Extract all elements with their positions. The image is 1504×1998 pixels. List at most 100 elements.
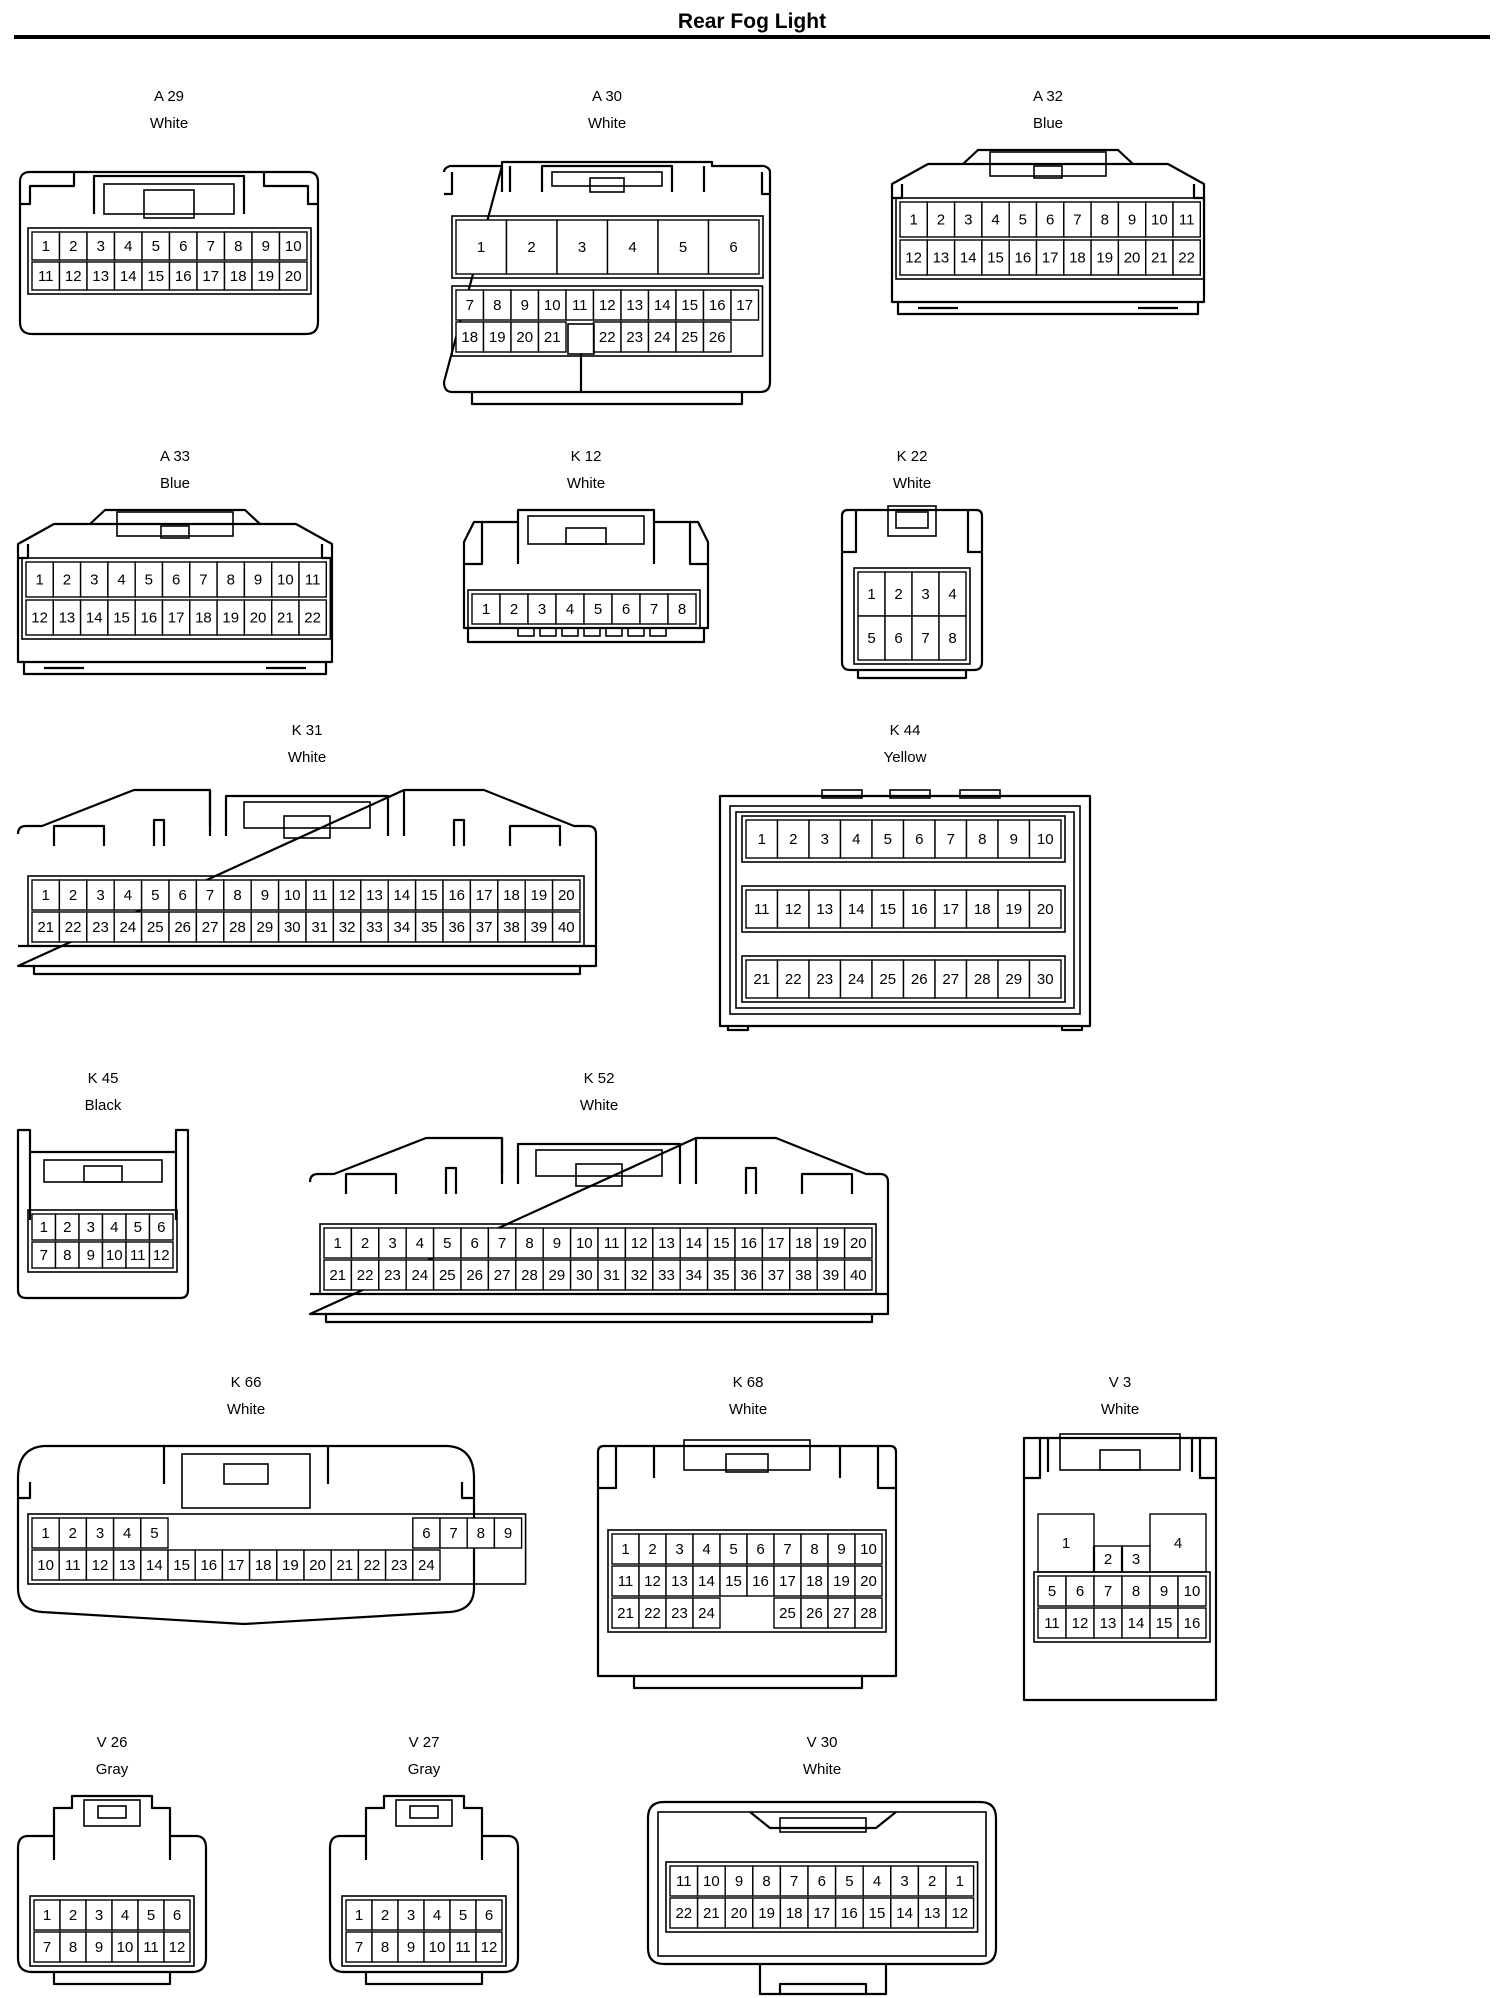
pin-number: 7: [206, 887, 214, 904]
pin-cell: [808, 819, 842, 859]
pin-cell: [161, 599, 191, 636]
pin-number: 10: [106, 1247, 123, 1264]
pin-number: 8: [978, 831, 986, 848]
connector-color: Gray: [95, 1761, 129, 1778]
pin-cell: [657, 219, 710, 275]
pin-cell: [1145, 201, 1174, 238]
pin-number: 36: [448, 919, 465, 936]
connector-code: V 3: [1108, 1374, 1132, 1391]
pin-cell: [611, 1565, 640, 1597]
pin-number: 4: [991, 212, 999, 229]
pin-number: 26: [911, 971, 928, 988]
pin-number: 4: [852, 831, 860, 848]
pin-number: 6: [894, 630, 902, 647]
pin-number: 11: [1044, 1615, 1060, 1632]
pin-number: 14: [960, 250, 977, 267]
pin-cell: [945, 1897, 975, 1929]
pin-number: 5: [845, 1873, 853, 1890]
pin-cell: [487, 1259, 517, 1291]
connector-outline: [21, 557, 332, 640]
pin-cell: [243, 561, 273, 598]
connector-outline: [627, 627, 645, 637]
pin-cell: [827, 1597, 856, 1629]
pin-cell: [776, 959, 810, 999]
pin-cell: [497, 879, 526, 911]
pin-cell: [163, 1931, 191, 1963]
pin-number: 33: [658, 1267, 675, 1284]
pin-number: 27: [942, 971, 959, 988]
pin-number: 12: [153, 1247, 170, 1264]
pin-number: 2: [510, 601, 518, 618]
pin-number: 2: [527, 239, 535, 256]
pin-number: 40: [850, 1267, 867, 1284]
pin-cell: [107, 561, 136, 598]
pin-cell: [827, 1533, 856, 1565]
pin-cell: [134, 561, 164, 598]
connector-outline: [649, 627, 667, 637]
pin-number: 31: [311, 919, 328, 936]
pin-number: 23: [626, 329, 643, 346]
pin-number: 10: [544, 297, 561, 314]
pin-cell: [719, 1565, 748, 1597]
pin-number: 38: [795, 1267, 812, 1284]
pin-cell: [537, 321, 567, 353]
connector-outline: [18, 170, 320, 336]
connector-color: White: [587, 115, 627, 132]
pin-number: 9: [553, 1235, 561, 1252]
pin-cell: [141, 261, 171, 291]
pin-cell: [148, 1213, 174, 1241]
pin-number: 3: [97, 238, 105, 255]
pin-number: 18: [255, 1557, 272, 1574]
pin-cell: [141, 231, 171, 261]
pin-cell: [112, 1517, 142, 1549]
connector-outline: [28, 1152, 178, 1220]
pin-cell: [58, 1549, 88, 1581]
connector-outline: [840, 508, 984, 672]
pin-number: 34: [686, 1267, 703, 1284]
pin-number: 5: [729, 1541, 737, 1558]
pin-number: 15: [1156, 1615, 1173, 1632]
connector-outline: [665, 1861, 979, 1933]
connector-code: K 31: [291, 722, 323, 739]
pin-number: 8: [69, 1939, 77, 1956]
pin-number: 19: [758, 1905, 775, 1922]
pin-cell: [745, 889, 779, 929]
pin-number: 38: [503, 919, 520, 936]
pin-number: 4: [566, 601, 574, 618]
pin-number: 19: [282, 1557, 299, 1574]
pin-cell: [432, 1259, 462, 1291]
connector-color: White: [566, 475, 606, 492]
pin-cell: [493, 1517, 523, 1549]
pin-number: 14: [698, 1573, 715, 1590]
pin-number: 24: [120, 919, 137, 936]
pin-number: 11: [572, 297, 588, 314]
pin-cell: [455, 219, 508, 275]
pin-number: 25: [439, 1267, 456, 1284]
pin-number: 27: [833, 1605, 850, 1622]
pin-number: 1: [758, 831, 766, 848]
pin-number: 20: [558, 887, 575, 904]
connector-outline: [741, 955, 1066, 1003]
pin-cell: [1035, 239, 1065, 276]
pin-number: 30: [284, 919, 301, 936]
connector-outline: [395, 1799, 453, 1827]
pin-cell: [423, 1931, 451, 1963]
pin-cell: [953, 239, 983, 276]
pin-number: 2: [63, 1219, 71, 1236]
pin-number: 8: [493, 297, 501, 314]
pin-number: 14: [146, 1557, 163, 1574]
pin-number: 32: [631, 1267, 648, 1284]
pin-number: 7: [355, 1939, 363, 1956]
connector-outline: [27, 227, 312, 295]
pin-number: 7: [947, 831, 955, 848]
pin-number: 22: [599, 329, 616, 346]
pin-number: 8: [227, 572, 235, 589]
pin-number: 14: [654, 297, 671, 314]
pin-number: 15: [869, 1905, 886, 1922]
pin-cell: [667, 593, 697, 625]
pin-number: 3: [90, 572, 98, 589]
connector-outline: [29, 1895, 195, 1967]
connector-outline: [283, 815, 331, 839]
connector-outline: [725, 1453, 769, 1473]
connector-color: Blue: [1032, 115, 1064, 132]
